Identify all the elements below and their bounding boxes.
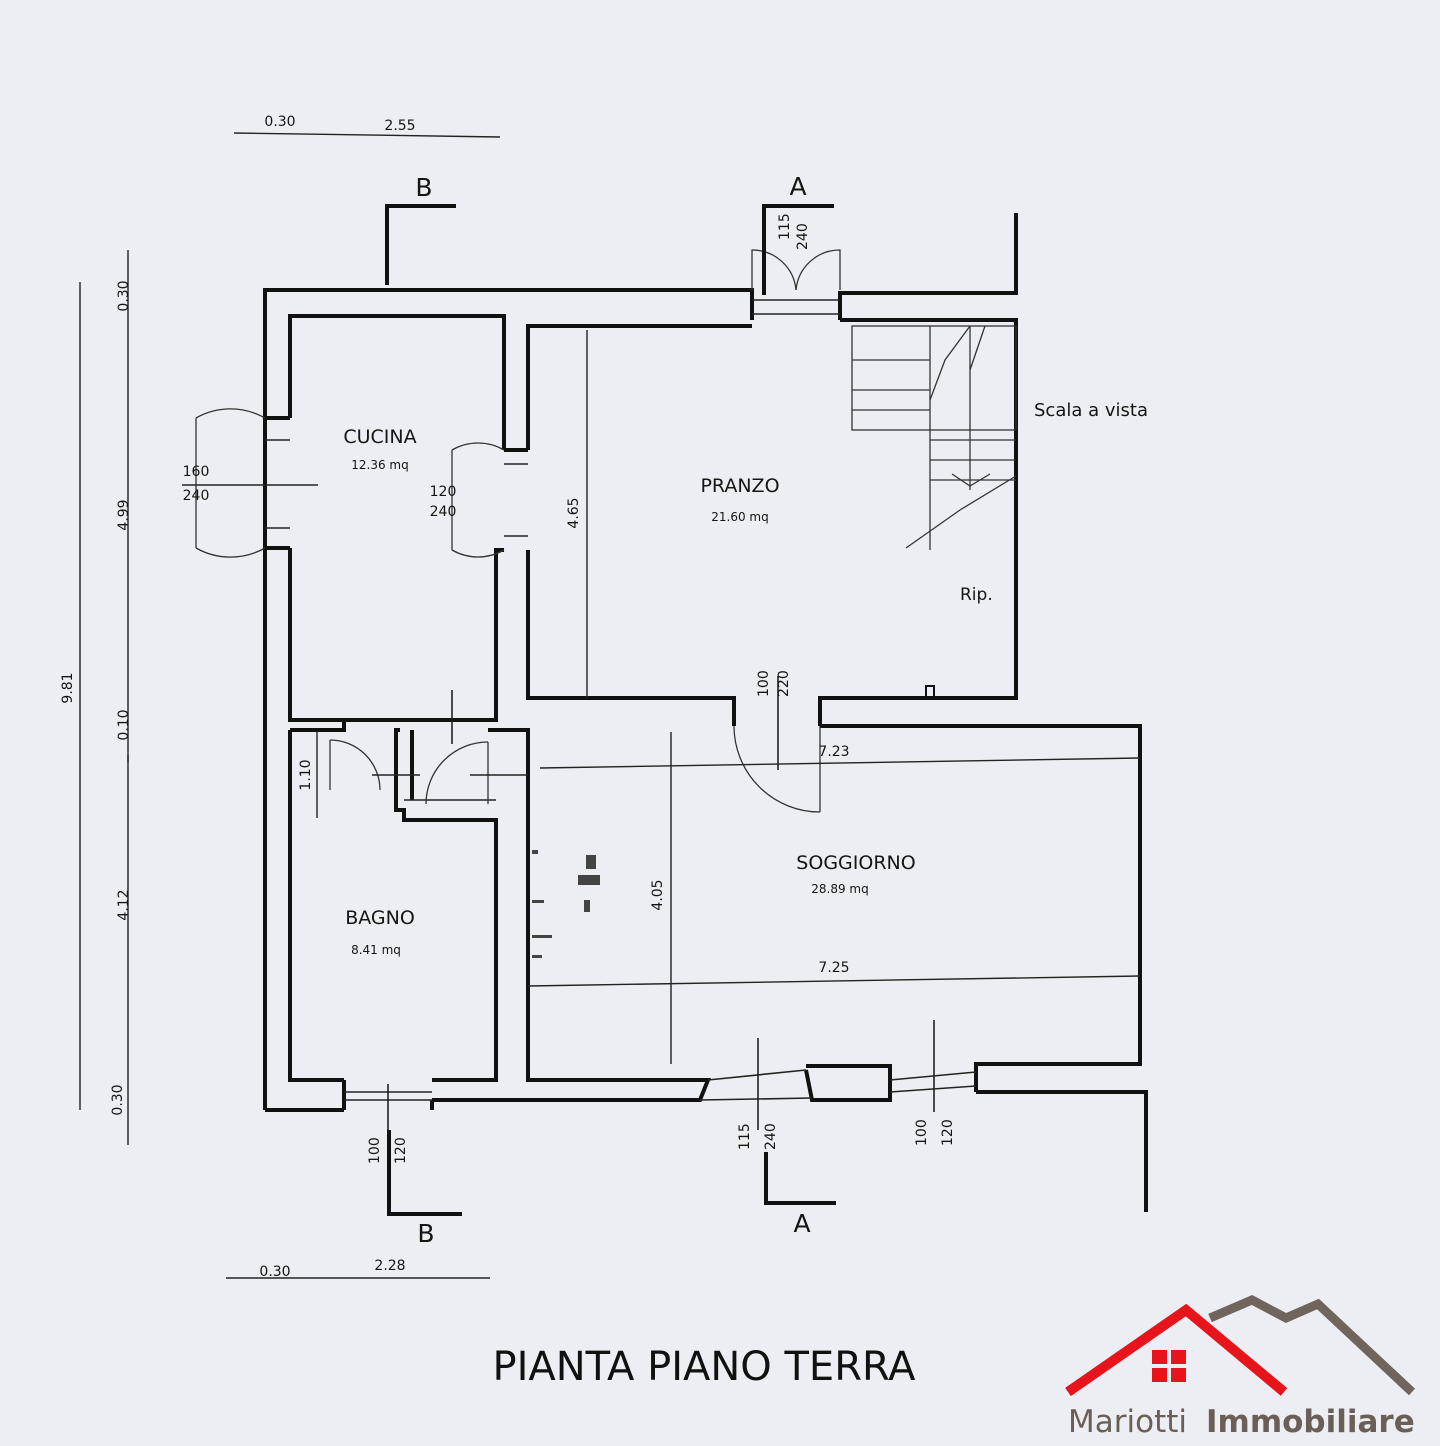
living-door-width: 100 [756, 670, 772, 697]
dim-pranzo-height: 4.65 [566, 497, 582, 528]
dim-left-top-wall: 0.30 [116, 280, 132, 311]
bath-window-height: 120 [393, 1137, 409, 1164]
stairs [851, 325, 1017, 550]
room-pranzo-area: 21.60 mq [711, 510, 768, 524]
kitchen-window-width: 160 [183, 464, 210, 480]
storage-label: Rip. [960, 585, 993, 605]
front-door-width: 115 [737, 1123, 753, 1150]
room-bagno-area: 8.41 mq [351, 943, 401, 957]
opening-labels: 115 240 160 240 120 240 100 220 100 120 … [183, 213, 956, 1164]
room-labels: CUCINA 12.36 mq PRANZO 21.60 mq SOGGIORN… [343, 400, 1148, 957]
kitchen-door-width: 120 [430, 484, 457, 500]
room-cucina-name: CUCINA [343, 426, 416, 448]
room-bagno-name: BAGNO [345, 907, 415, 929]
plan-title: PIANTA PIANO TERRA [492, 1344, 916, 1390]
section-markers: B A B A [385, 172, 836, 1248]
walls [263, 213, 1148, 1212]
door-swings [182, 249, 935, 1130]
dimension-lines [79, 132, 1141, 1279]
room-soggiorno-name: SOGGIORNO [796, 852, 915, 874]
section-b-top: B [415, 173, 432, 202]
window-icon [1152, 1350, 1186, 1382]
brand-logo: Mariotti Immobiliare [1065, 1295, 1416, 1440]
dim-hall-height: 1.10 [298, 759, 314, 790]
room-cucina-area: 12.36 mq [351, 458, 408, 472]
dim-left-bottom-wall: 0.30 [110, 1084, 126, 1115]
front-door-height: 240 [763, 1123, 779, 1150]
smudge-marks [532, 850, 600, 958]
living-window-height: 120 [940, 1119, 956, 1146]
dim-soggiorno-width-bottom: 7.25 [818, 960, 849, 976]
dim-top-wall: 0.30 [264, 114, 295, 130]
bath-window-width: 100 [367, 1137, 383, 1164]
kitchen-door-height: 240 [430, 504, 457, 520]
dim-left-lower: 4.12 [116, 889, 132, 920]
dim-total-height: 9.81 [60, 672, 76, 703]
brand-name-bold: Immobiliare [1206, 1404, 1415, 1440]
section-a-bottom: A [793, 1209, 810, 1238]
room-soggiorno-area: 28.89 mq [811, 882, 868, 896]
dim-left-mid: 0.10 [116, 709, 132, 740]
dim-soggiorno-height: 4.05 [650, 879, 666, 910]
section-a-top: A [789, 172, 806, 201]
top-door-height: 240 [795, 223, 811, 250]
dim-soggiorno-width-top: 7.23 [818, 744, 849, 760]
section-b-bottom: B [417, 1219, 434, 1248]
room-pranzo-name: PRANZO [700, 475, 779, 497]
kitchen-window-height: 240 [183, 488, 210, 504]
top-door-width: 115 [777, 213, 793, 240]
dimension-labels: 0.30 2.55 0.30 2.28 9.81 0.30 4.99 0.10 … [60, 114, 850, 1280]
dim-left-upper: 4.99 [116, 499, 132, 530]
dim-bottom-width: 2.28 [374, 1258, 405, 1274]
living-door-height: 220 [776, 670, 792, 697]
dim-bottom-wall: 0.30 [259, 1264, 290, 1280]
dim-top-width: 2.55 [384, 118, 415, 134]
stairs-label: Scala a vista [1034, 400, 1148, 421]
brand-name-regular: Mariotti [1068, 1404, 1187, 1440]
living-window-width: 100 [914, 1119, 930, 1146]
